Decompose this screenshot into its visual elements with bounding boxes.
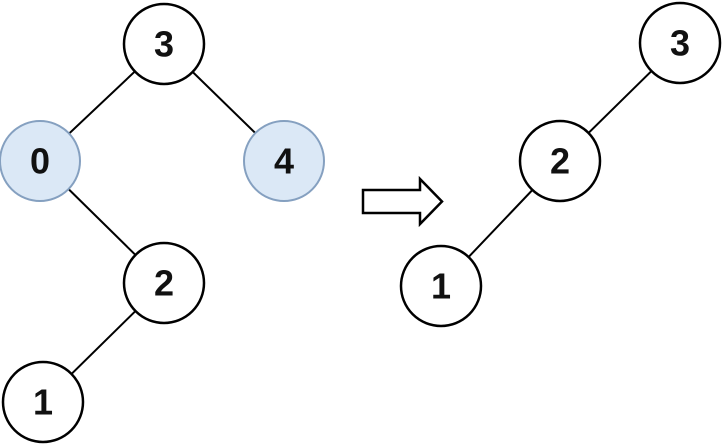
node-value: 2 <box>550 141 570 182</box>
node-value: 4 <box>274 141 294 182</box>
tree-node-2: 2 <box>122 241 206 325</box>
after-tree: 3 2 1 <box>399 1 722 328</box>
node-value: 1 <box>33 382 53 423</box>
tree-node-3: 3 <box>122 2 206 86</box>
node-value: 0 <box>30 141 50 182</box>
node-value: 2 <box>154 263 174 304</box>
after-tree-node-3: 3 <box>638 1 722 85</box>
after-tree-node-2: 2 <box>518 119 602 203</box>
tree-node-0-highlighted: 0 <box>0 120 81 202</box>
tree-node-4-highlighted: 4 <box>243 120 325 202</box>
transform-arrow-icon <box>361 175 444 228</box>
after-tree-node-1: 1 <box>399 244 483 328</box>
node-value: 3 <box>670 23 690 64</box>
node-value: 3 <box>154 24 174 65</box>
before-tree: 3 0 4 2 1 <box>0 2 325 444</box>
node-value: 1 <box>431 266 451 307</box>
before-tree-edges <box>39 43 285 403</box>
tree-node-1: 1 <box>1 360 85 444</box>
